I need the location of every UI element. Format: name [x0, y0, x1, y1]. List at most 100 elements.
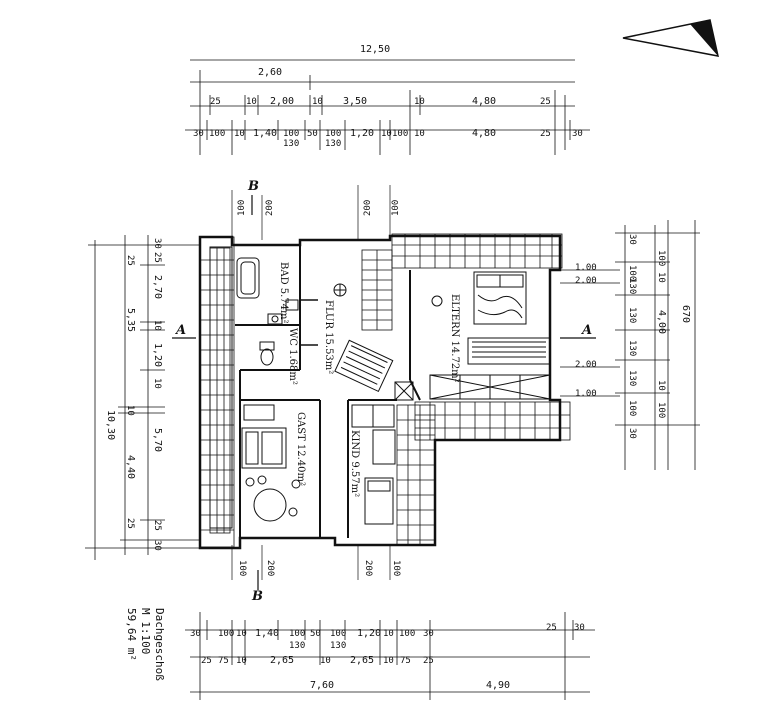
section-marker-a-right: A — [580, 323, 592, 338]
toilet-icon — [259, 341, 275, 366]
bottom-vertical-ticks — [231, 545, 391, 580]
dim-top-row2-5: 10 — [414, 97, 425, 107]
dim-left-col2-2: 4,40 — [125, 455, 136, 479]
dim-right-col1-7: 30 — [627, 428, 637, 439]
dim-bottom-row1-2: 10 — [236, 629, 247, 639]
table-gast — [245, 475, 301, 522]
dim-left-col1-0: 25 — [152, 252, 162, 263]
bathtub-icon — [236, 257, 260, 299]
dim-right-col1-1: 100 — [627, 265, 637, 281]
washbasin-icon — [267, 313, 283, 325]
dim-bottom-row1-5: 50 — [310, 629, 321, 639]
dim-right-col2-1: 4,00 — [656, 310, 667, 334]
dim-bottom-row3-0: 7,60 — [310, 680, 334, 691]
dim-bottom-row1-12: 30 — [574, 623, 585, 633]
dim-top-row3-sub-1: 130 — [325, 139, 341, 149]
right-dimension-chains — [560, 220, 700, 470]
dim-left-col1-3: 1,20 — [152, 343, 163, 367]
section-marker-b-top: B — [247, 179, 259, 194]
staircase — [361, 249, 393, 331]
drawing-title-line-2: 59,64 m² — [125, 608, 138, 661]
wardrobe-eltern — [429, 374, 551, 400]
dim-right-col2-0: 10 — [656, 272, 666, 283]
dim-bottom-row1-7: 1,20 — [357, 628, 381, 639]
dim-top-row3-11: 4,80 — [472, 128, 496, 139]
dim-top-row3-13: 30 — [572, 129, 583, 139]
dim-top-row3-2: 10 — [234, 129, 245, 139]
dim-bottom-row1-9: 100 — [399, 629, 415, 639]
dim-bottom-row2-5: 2,65 — [350, 655, 374, 666]
shower-icon — [394, 381, 414, 401]
dim-right-col1-4: 130 — [627, 340, 637, 356]
dim-bottom-row1-1: 100 — [218, 629, 234, 639]
room-label-eltern: ELTERN 14.72m² — [449, 294, 460, 383]
bed-gast — [241, 427, 287, 469]
dim-right-inline-2: 2.00 — [575, 360, 597, 370]
dim-top-vertical-2: 200 — [363, 200, 373, 216]
double-bed-eltern — [473, 271, 527, 325]
dim-left-top-small: 30 — [152, 238, 162, 249]
dim-top-row3-12: 25 — [540, 129, 551, 139]
roof-hatching-bottom-middle — [396, 404, 436, 546]
drawing-title-line-1: M 1:100 — [139, 608, 152, 654]
dim-top-row2-1: 10 — [246, 97, 257, 107]
dim-right-col1-0: 30 — [627, 234, 637, 245]
dim-right-inline-0: 1.00 — [575, 263, 597, 273]
dim-left-col2-1: 10 — [125, 405, 135, 416]
dim-right-col1-2: 130 — [627, 278, 637, 294]
wardrobe-gast — [243, 404, 275, 421]
dim-right-inline-3: 1.00 — [575, 389, 597, 399]
desk-kind — [372, 429, 396, 465]
dim-bottom-vertical-1: 200 — [265, 560, 275, 576]
dim-bottom-row2-0: 25 — [201, 656, 212, 666]
lamp-eltern-icon — [431, 295, 443, 307]
section-marker-b-bottom: B — [251, 589, 263, 604]
dim-bottom-row1-11: 25 — [546, 623, 557, 633]
dim-top-row2-6: 4,80 — [472, 96, 496, 107]
wardrobe-kind — [351, 404, 395, 428]
dim-bottom-row2-4: 10 — [320, 656, 331, 666]
dim-bottom-row2-8: 25 — [423, 656, 434, 666]
dim-bottom-row2-6: 10 — [383, 656, 394, 666]
dim-bottom-row3-1: 4,90 — [486, 680, 510, 691]
dim-top-vertical-3: 100 — [391, 200, 401, 216]
dim-left-col2-0: 5,35 — [125, 308, 136, 332]
section-marker-a-left: A — [174, 323, 186, 338]
bottom-dimension-chains — [185, 612, 595, 700]
room-label-flur: FLUR 15.53m² — [323, 300, 334, 374]
dim-bottom-row1-6: 100 — [330, 629, 346, 639]
dim-top-row3-3: 1,40 — [253, 128, 277, 139]
dim-top-row3-0: 30 — [193, 129, 204, 139]
dim-top-row3-9: 100 — [392, 129, 408, 139]
dim-bottom-row2-2: 10 — [236, 656, 247, 666]
dim-bottom-row1-3: 1,40 — [255, 628, 279, 639]
room-label-kind: KIND 9.57m² — [349, 430, 360, 497]
bed-kind — [364, 477, 394, 525]
dim-top-row3-5: 50 — [307, 129, 318, 139]
dim-top-row2-2: 2,00 — [270, 96, 294, 107]
north-arrow-icon — [622, 19, 719, 57]
dim-left-col1-4: 10 — [152, 378, 162, 389]
dim-bottom-vertical-0: 100 — [237, 560, 247, 576]
dim-top-row3-4: 100 — [283, 129, 299, 139]
dim-top-row3-6: 100 — [325, 129, 341, 139]
dim-top-overall: 12,50 — [360, 44, 390, 55]
dim-bottom-vertical-2: 200 — [363, 560, 373, 576]
dim-right-col2-2: 10 — [656, 380, 666, 391]
dim-right-col2-bottom-100: 100 — [656, 402, 666, 418]
dim-right-col1-5: 130 — [627, 370, 637, 386]
roof-hatching-bottom-right — [414, 401, 571, 441]
dim-top-row2-4: 3,50 — [343, 96, 367, 107]
room-label-bad: BAD 5.74m² — [278, 262, 289, 324]
dim-bottom-row1-sub-1: 130 — [330, 641, 346, 651]
dim-right-col1-6: 100 — [627, 400, 637, 416]
dim-left-col2-top: 25 — [125, 255, 135, 266]
dim-right-overall: 670 — [680, 305, 691, 323]
roof-hatching-top-right — [391, 233, 563, 269]
dim-right-col2-top-100: 100 — [656, 250, 666, 266]
dim-bottom-row1-sub-0: 130 — [289, 641, 305, 651]
flur-symbol-icon — [333, 283, 347, 297]
dim-top-row3-1: 100 — [209, 129, 225, 139]
dim-bottom-row1-0: 30 — [190, 629, 201, 639]
